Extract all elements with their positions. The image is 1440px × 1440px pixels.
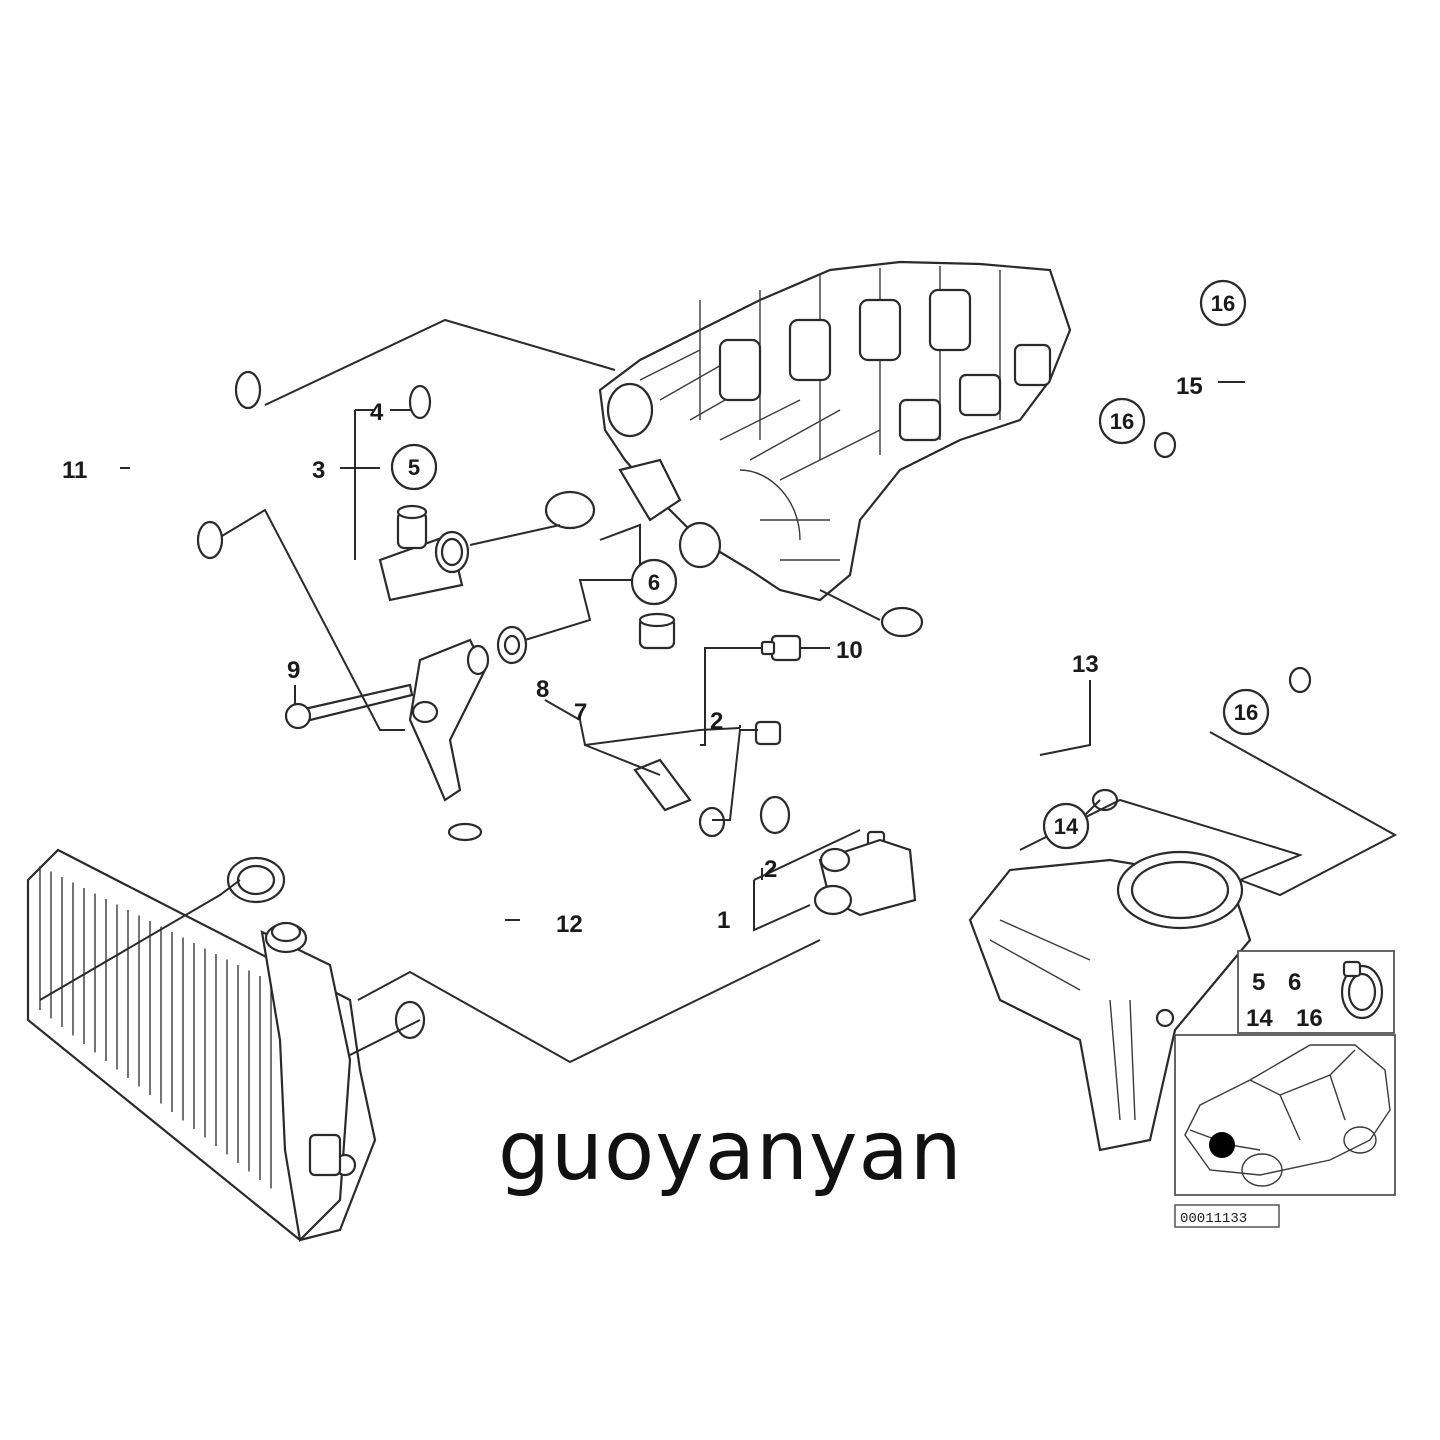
clamp-legend-16: 16 — [1296, 1005, 1323, 1032]
callout-6: 6 — [630, 558, 678, 606]
label-13: 13 — [1072, 651, 1099, 678]
label-4: 4 — [370, 399, 384, 426]
clamp-legend-14: 14 — [1246, 1005, 1273, 1032]
engine-cylinder-head — [544, 260, 1072, 602]
watermark: guoyanyan — [498, 1104, 963, 1199]
bleed-screw-10 — [760, 634, 802, 662]
hose-12 — [390, 815, 485, 1040]
bolt-9 — [284, 683, 414, 730]
callout-16-bottom: 16 — [1222, 688, 1270, 736]
seal-ring-8 — [496, 625, 528, 665]
hose-3 — [140, 504, 470, 904]
reference-number-box: 00011133 — [1174, 1204, 1280, 1228]
vehicle-locator-box — [1174, 1034, 1396, 1196]
svg-text:6: 6 — [648, 570, 660, 595]
clamp-legend-5: 5 — [1252, 969, 1265, 996]
label-2-upper: 2 — [710, 708, 723, 735]
svg-text:14: 14 — [1054, 814, 1079, 839]
label-1: 1 — [717, 907, 730, 934]
svg-text:16: 16 — [1234, 700, 1258, 725]
label-2-lower: 2 — [764, 856, 777, 883]
callout-5: 5 — [390, 443, 438, 491]
label-8: 8 — [536, 676, 549, 703]
location-marker — [1209, 1132, 1235, 1158]
clamp-legend-box: 5 6 14 16 — [1237, 950, 1395, 1034]
svg-text:5: 5 — [408, 455, 420, 480]
hose-clamp-icon — [1340, 960, 1384, 1020]
water-pump-connector-1 — [813, 838, 917, 917]
radiator — [26, 848, 377, 1243]
label-12: 12 — [556, 911, 583, 938]
label-7: 7 — [574, 699, 587, 726]
label-3: 3 — [312, 457, 325, 484]
label-15: 15 — [1176, 373, 1203, 400]
expansion-tank — [968, 850, 1252, 1152]
label-9: 9 — [287, 657, 300, 684]
callout-14: 14 — [1042, 802, 1090, 850]
callout-16-top: 16 — [1199, 279, 1247, 327]
clamp-legend-6: 6 — [1288, 969, 1301, 996]
hose-15 — [1153, 307, 1367, 694]
hose-7 — [445, 690, 726, 838]
hose-4 — [408, 363, 676, 657]
label-10: 10 — [836, 637, 863, 664]
label-11: 11 — [62, 457, 87, 484]
thermostat-housing — [408, 638, 490, 802]
car-silhouette-icon — [1184, 1044, 1391, 1187]
svg-text:16: 16 — [1211, 291, 1235, 316]
hose-13 — [759, 603, 1132, 887]
callout-16-middle: 16 — [1098, 397, 1146, 445]
svg-text:16: 16 — [1110, 409, 1134, 434]
hose-11 — [131, 370, 264, 562]
reference-number: 00011133 — [1180, 1211, 1247, 1227]
